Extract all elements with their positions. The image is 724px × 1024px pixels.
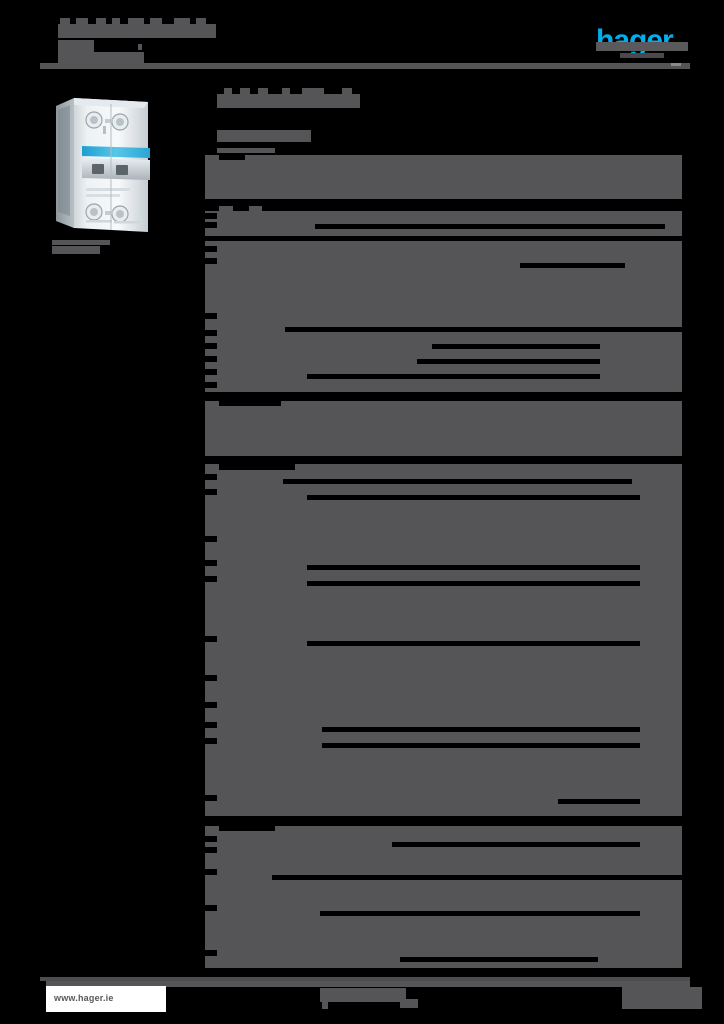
- header-title-block: [138, 44, 142, 50]
- header-title-block: [112, 18, 120, 24]
- header-title-block: [96, 18, 106, 24]
- footer-url-label[interactable]: www.hager.ie: [54, 993, 114, 1003]
- header-title-block: [150, 18, 162, 24]
- header-divider: [40, 63, 690, 69]
- header-divider-cap: [671, 63, 681, 66]
- hager-logo-wordmark: hager: [596, 24, 674, 57]
- header-title-block: [174, 18, 190, 24]
- header-title-block: [58, 24, 216, 38]
- header-title-block: [128, 18, 144, 24]
- product-photo: [52, 88, 160, 238]
- footer-band: [46, 981, 690, 987]
- footer-url-box[interactable]: [46, 986, 166, 1012]
- hager-logo-underlay: [596, 42, 688, 51]
- header-title-block: [76, 18, 88, 24]
- header-title-block: [196, 18, 206, 24]
- header-title-block: [60, 18, 70, 24]
- mcb-illustration: [56, 98, 150, 232]
- hager-logo-tagline-redacted: [620, 53, 664, 58]
- header-title-block: [58, 40, 94, 52]
- footer-divider: [40, 977, 690, 981]
- header-title-block: [58, 52, 144, 65]
